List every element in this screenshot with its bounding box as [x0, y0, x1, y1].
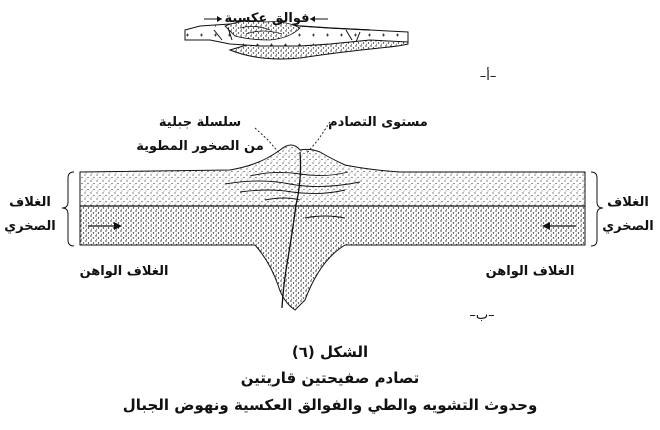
lithosphere-right-line1: الغلاف — [607, 195, 649, 210]
mountain-label-line2: من الصخور المطوية — [136, 139, 264, 154]
part-b-label: –ب– — [469, 308, 494, 323]
brace-left — [61, 171, 75, 247]
reverse-faults-label: فوالق عكسية — [224, 11, 309, 26]
lithosphere-left-line2: الصخري — [4, 219, 56, 234]
mountain-label-line1: سلسلة جبلية — [159, 115, 241, 130]
collision-plane — [281, 151, 302, 309]
part-a-label: –أ– — [480, 67, 497, 84]
diagram-b: سلسلة جبلية من الصخور المطوية مستوى التص… — [4, 115, 654, 323]
brace-right — [590, 171, 604, 247]
asthenosphere-right-label: الغلاف الواهن — [486, 264, 575, 279]
diagram-a-fold-zone — [224, 20, 301, 41]
lithosphere-left-line1: الغلاف — [9, 195, 51, 210]
lithosphere-right-line2: الصخري — [602, 219, 654, 234]
asthenosphere-left-label: الغلاف الواهن — [80, 264, 169, 279]
diagram-a: فوالق عكسية –أ– — [184, 11, 497, 84]
asthenosphere-root — [79, 205, 586, 311]
collision-plane-label: مستوى التصادم — [328, 115, 428, 130]
caption-line2: وحدوث التشويه والطي والفوالق العكسية ونه… — [122, 396, 538, 414]
caption-line1: تصادم صفيحتين قاريتين — [240, 369, 420, 387]
figure-title: الشكل (٦) — [291, 343, 369, 361]
